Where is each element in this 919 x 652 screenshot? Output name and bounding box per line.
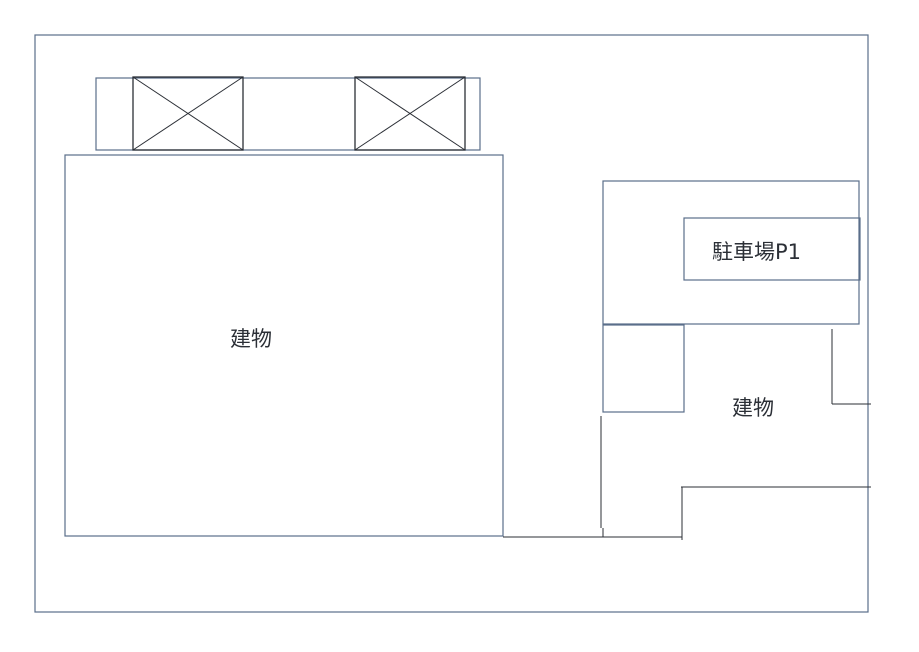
parking-label: 駐車場P1	[712, 240, 801, 264]
x-unit-right	[354, 76, 466, 151]
parking-label-box	[683, 217, 861, 281]
side-building-outline	[503, 329, 871, 540]
rooftop-strip	[95, 77, 481, 151]
main-building-label: 建物	[230, 327, 272, 351]
x-unit-left	[132, 76, 244, 151]
site-boundary	[34, 34, 869, 613]
parking-area	[602, 180, 860, 325]
small-room	[602, 324, 685, 413]
side-building-label: 建物	[732, 396, 774, 420]
main-building	[64, 154, 504, 537]
